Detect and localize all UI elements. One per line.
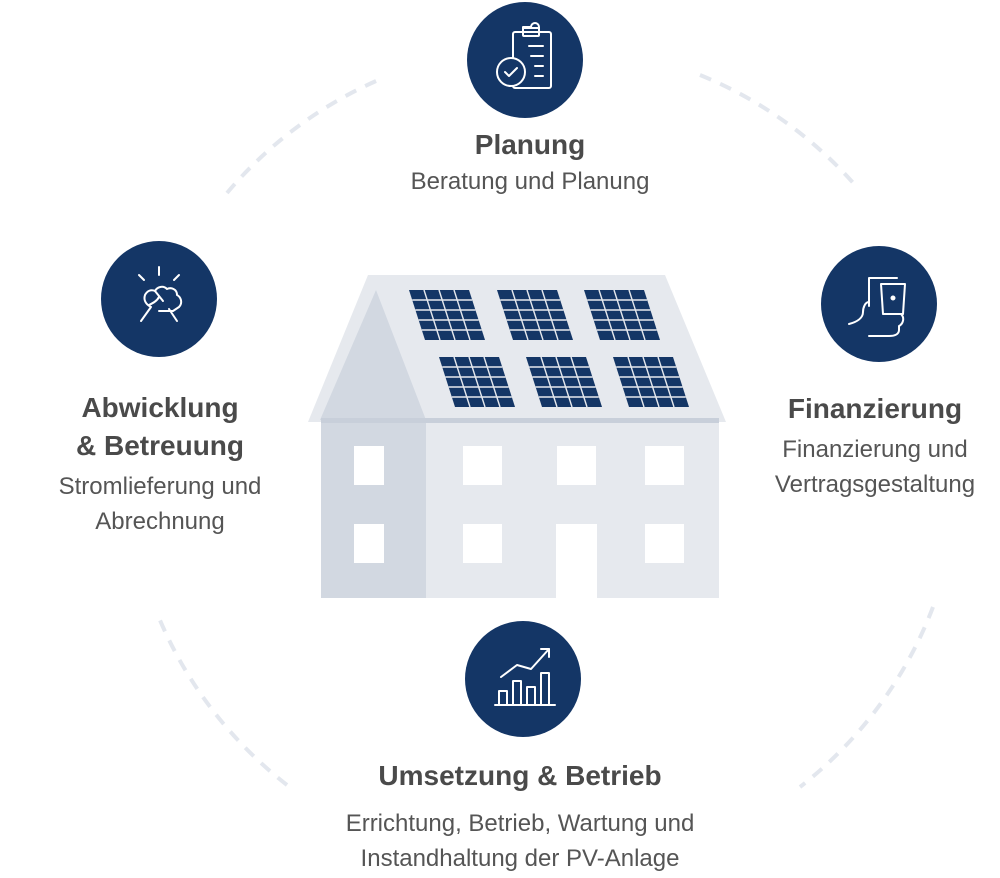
finanzierung-desc-line1: Finanzierung und bbox=[782, 436, 968, 463]
ring-arc-bottom-right bbox=[798, 606, 935, 789]
gable bbox=[320, 290, 426, 420]
ring-arc-top-left bbox=[225, 76, 384, 195]
finanzierung-block: Finanzierung Finanzierung und Vertragsge… bbox=[745, 390, 1000, 502]
finanzierung-desc-line2: Vertragsgestaltung bbox=[774, 471, 976, 498]
door bbox=[556, 524, 597, 598]
ring-arc-top-right bbox=[699, 73, 857, 187]
hand-holding-phone-icon bbox=[848, 277, 906, 337]
planung-icon-circle bbox=[467, 2, 583, 118]
window bbox=[354, 446, 384, 485]
window bbox=[557, 446, 596, 485]
umsetzung-title: Umsetzung & Betrieb bbox=[378, 760, 662, 791]
umsetzung-desc-line1: Errichtung, Betrieb, Wartung und bbox=[345, 810, 695, 837]
handshake-icon bbox=[138, 266, 183, 322]
planung-desc: Beratung und Planung bbox=[410, 168, 650, 195]
abwicklung-block: Abwicklung & Betreuung Stromlieferung un… bbox=[20, 389, 300, 539]
window bbox=[645, 524, 684, 563]
finanzierung-title: Finanzierung bbox=[787, 393, 963, 424]
window bbox=[645, 446, 684, 485]
ring-arc-bottom-left bbox=[155, 612, 289, 787]
umsetzung-icon-circle bbox=[465, 621, 581, 737]
clipboard-check-icon bbox=[496, 22, 552, 89]
abwicklung-title-line2: & Betreuung bbox=[76, 430, 244, 461]
abwicklung-icon-circle bbox=[101, 241, 217, 357]
planung-title: Planung bbox=[474, 129, 586, 160]
growth-chart-icon bbox=[494, 648, 556, 706]
abwicklung-title-line1: Abwicklung bbox=[81, 392, 239, 423]
eave-line bbox=[321, 418, 719, 423]
window bbox=[463, 524, 502, 563]
abwicklung-desc-line2: Abrechnung bbox=[95, 508, 225, 535]
planung-block: Planung Beratung und Planung bbox=[355, 126, 705, 199]
abwicklung-desc-line1: Stromlieferung und bbox=[58, 473, 262, 500]
finanzierung-icon-circle bbox=[821, 246, 937, 362]
umsetzung-block: Umsetzung & Betrieb Errichtung, Betrieb,… bbox=[285, 757, 755, 876]
umsetzung-desc-line2: Instandhaltung der PV-Anlage bbox=[360, 845, 680, 872]
window bbox=[354, 524, 384, 563]
window bbox=[463, 446, 502, 485]
